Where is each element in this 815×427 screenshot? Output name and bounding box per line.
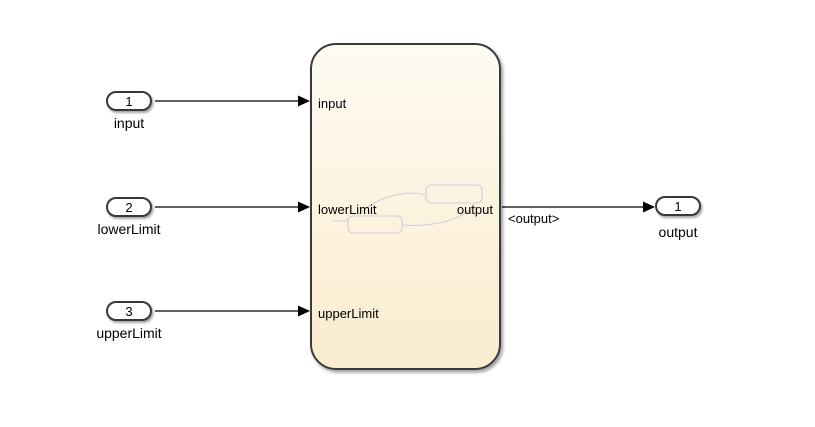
inport-number: 2 — [125, 199, 133, 215]
outport-block-output[interactable]: 1 — [655, 196, 701, 216]
wire-upperlimit[interactable] — [155, 305, 310, 317]
subsystem-port-label-upperlimit: upperLimit — [318, 306, 379, 321]
inport-number: 1 — [125, 93, 133, 109]
inport-label-upperlimit[interactable]: upperLimit — [96, 325, 162, 341]
wire-lowerlimit[interactable] — [155, 201, 310, 213]
subsystem-port-label-input: input — [318, 96, 347, 111]
inport-label-lowerlimit[interactable]: lowerLimit — [97, 221, 161, 237]
arrowhead-upperlimit — [298, 305, 310, 317]
inport-block-lowerlimit[interactable]: 2 — [106, 197, 152, 217]
outport-label-output[interactable]: output — [658, 224, 698, 240]
inport-block-input[interactable]: 1 — [106, 91, 152, 111]
arrowhead-lowerlimit — [298, 201, 310, 213]
outport-number: 1 — [674, 198, 682, 214]
inport-label-input[interactable]: input — [113, 115, 145, 131]
inport-number: 3 — [125, 303, 133, 319]
wire-input[interactable] — [155, 95, 310, 107]
subsystem-port-label-output: output — [456, 202, 493, 217]
chart-subsystem-block[interactable]: input lowerLimit upperLimit output — [310, 43, 501, 370]
arrowhead-output — [643, 201, 655, 213]
signal-name-label[interactable]: <output> — [508, 211, 560, 226]
inport-block-upperlimit[interactable]: 3 — [106, 301, 152, 321]
arrowhead-input — [298, 95, 310, 107]
subsystem-port-label-lowerlimit: lowerLimit — [318, 202, 377, 217]
